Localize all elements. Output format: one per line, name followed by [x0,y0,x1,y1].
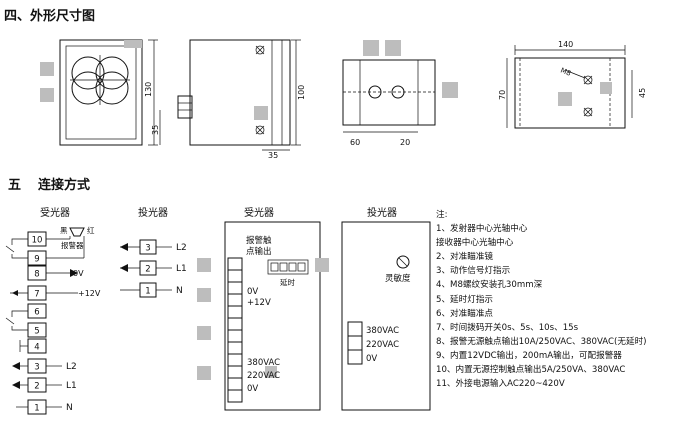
note-line: 1、发射器中心光轴中心 [436,224,528,235]
alarm-label: 报警器 [61,240,84,250]
emitter-terminal-1-label: 1 [145,287,150,297]
receiver-title-left: 受光器 [40,206,70,219]
recv-220vac: 220VAC [247,371,280,381]
m8-label: M8 [559,66,572,77]
sensitivity-knob-icon[interactable] [396,255,410,269]
delay-label: 延时 [280,277,295,287]
dim-140: 140 [558,40,573,49]
section5-title: 连接方式 [38,177,90,193]
l1-emitter: L1 [176,264,187,274]
note-line: 4、M8螺纹安装孔30mm深 [436,280,543,291]
receiver-strip-cell [227,257,243,271]
emitter-title-left: 投光器 [138,206,168,219]
emit-380vac: 380VAC [366,326,399,336]
terminal-5-label: 5 [34,327,39,337]
dip-switch-cell[interactable] [288,262,297,272]
l2-emitter: L2 [176,243,187,253]
emitter-terminal-3-label: 3 [145,244,150,254]
sensitivity-label: 灵敏度 [385,273,411,284]
v0-left: 0V [73,269,84,278]
side-view: 100 35 [177,39,306,160]
terminal-3-label: 3 [34,363,39,373]
notes-list: 注: 1、发射器中心光轴中心 接收器中心光轴中心 2、对准瞄准镜 3、动作信号灯… [436,208,678,391]
emit-0v: 0V [366,354,377,364]
emitter-title-box: 投光器 [367,206,397,219]
l1-left: L1 [66,381,77,391]
top-view: M8 140 70 45 [498,40,647,129]
note-line: 8、报警无源触点输出10A/250VAC、380VAC(无延时) [436,336,647,347]
alarm-horn-icon [69,227,85,237]
receiver-strip-cell [227,389,243,403]
note-line: 9、内置12VDC输出，200mA输出，可配报警器 [436,350,622,361]
dim-130: 130 [144,82,153,97]
dim-70: 70 [498,90,507,100]
front-view: 130 35 [40,39,161,146]
terminal-2-label: 2 [34,382,39,392]
receiver-strip-cell [227,353,243,367]
terminal-7-label: 7 [34,290,39,300]
receiver-strip-cell [227,281,243,295]
receiver-strip-cell [227,269,243,283]
recv-12v: +12V [247,298,271,308]
note-line: 6、对准瞄准点 [436,308,494,319]
receiver-strip-cell [227,341,243,355]
dim-45: 45 [638,88,647,98]
dim-35-bottom: 35 [268,151,278,160]
dip-switch-cell[interactable] [297,262,306,272]
emitter-box: 投光器 灵敏度 380VAC 220VAC 0V [341,206,431,411]
dim-100: 100 [297,85,306,100]
receiver-title-box: 受光器 [244,206,274,219]
recv-0v-bottom: 0V [247,384,258,394]
note-line: 2、对准瞄准镜 [436,252,494,263]
terminal-9-label: 9 [34,255,39,265]
terminal-6-label: 6 [34,308,39,318]
left-wiring: 受光器 投光器 黑 红 报警器 10 9 8 7 6 5 4 3 2 1 0V +12V L2 [5,206,187,415]
n-left: N [66,403,73,413]
recv-380vac: 380VAC [247,358,280,368]
l2-left: L2 [66,362,77,372]
alarm-contact-1: 报警触 [246,235,272,246]
receiver-strip-cell [227,317,243,331]
dip-switch-cell[interactable] [270,262,279,272]
section4-title: 四、外形尺寸图 [4,8,95,24]
recv-0v: 0V [247,287,258,297]
v12-left: +12V [78,289,101,298]
receiver-strip-cell [227,305,243,319]
note-line: 10、内置无源控制触点输出5A/250VA、380VAC [436,365,626,376]
dip-switch-cell[interactable] [279,262,288,272]
note-line: 接收器中心光轴中心 [436,238,514,249]
receiver-strip-cell [227,293,243,307]
note-line: 11、外接电源输入AC220~420V [436,379,565,390]
receiver-strip-cell [227,377,243,391]
terminal-8-label: 8 [34,270,39,280]
dim-20: 20 [400,138,410,147]
terminal-4-label: 4 [34,343,39,353]
bottom-view: 60 20 [342,40,458,147]
red-label: 红 [87,225,95,235]
note-line: 7、时间拨码开关0s、5s、10s、15s [436,322,579,333]
note-line: 3、动作信号灯指示 [436,266,511,277]
emitter-terminal-2-label: 2 [145,265,150,275]
alarm-contact-2: 点输出 [246,246,272,257]
terminal-10-label: 10 [32,236,43,246]
terminal-1-label: 1 [34,404,39,414]
n-emitter: N [176,286,183,296]
receiver-strip-cell [227,329,243,343]
black-label: 黑 [60,226,68,235]
receiver-box: 受光器 报警触 点输出 延时 0V +12V 380VAC 220VAC 0V [197,206,329,411]
dim-35: 35 [151,125,160,135]
receiver-strip-cell [227,365,243,379]
section5-number: 五 [8,178,21,193]
note-line: 注: [436,210,448,220]
dim-60: 60 [350,138,360,147]
note-line: 5、延时灯指示 [436,294,494,305]
emit-220vac: 220VAC [366,340,399,350]
